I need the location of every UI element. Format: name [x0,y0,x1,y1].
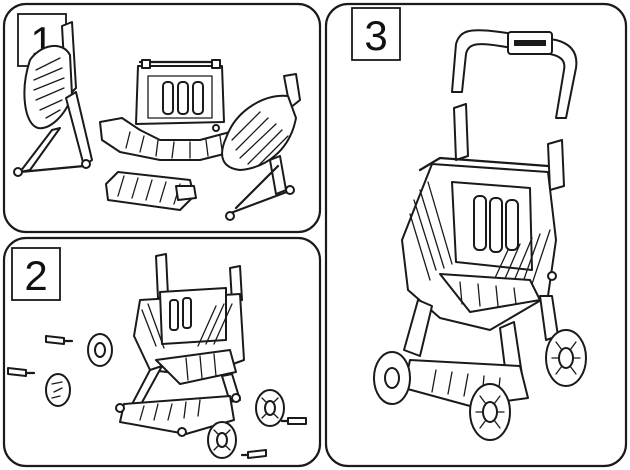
screw-part [45,335,74,345]
cart-body-assembled [115,253,245,437]
wheel [373,351,411,405]
bottom-shelf-part [105,171,197,211]
step-2-panel: 2 [2,236,322,468]
cart-wheels [373,329,587,441]
cart-handle [451,29,578,119]
step-2-label: 2 [11,247,61,301]
wheel-part [87,333,113,367]
step-1-panel: 1 [2,2,322,234]
basket-back-part [99,59,233,161]
screw-part [280,417,307,425]
svg-text:2: 2 [24,252,47,299]
left-side-frame-part [13,21,93,177]
wheel [545,329,587,387]
screw-part [7,367,36,377]
step-3-label: 3 [351,7,401,61]
wheel-parts [7,333,307,459]
screw-part [240,449,267,459]
assembled-cart [401,103,565,407]
wheel [469,383,511,441]
right-side-frame-part [221,73,301,221]
wheel-part [255,389,285,427]
wheel-part [207,421,237,459]
svg-text:3: 3 [364,12,387,59]
step-3-panel: 3 [324,2,628,468]
wheel-part [45,373,71,407]
